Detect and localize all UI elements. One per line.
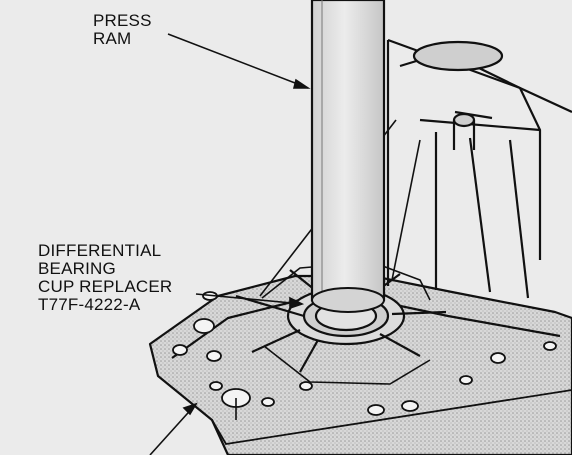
replacer-tool-label-line: BEARING — [38, 259, 116, 278]
leader-lines — [149, 33, 311, 455]
replacer-tool-label-line: CUP REPLACER — [38, 277, 173, 296]
press-ram — [310, 0, 386, 313]
replacer-tool-label-line: DIFFERENTIAL — [38, 241, 162, 260]
replacer-tool-label-line: T77F-4222-A — [38, 295, 141, 314]
press-ram-label-line: PRESS — [93, 11, 152, 30]
press-ram-label-line: RAM — [93, 29, 132, 48]
replacer-tool-label: DIFFERENTIAL BEARING CUP REPLACER T77F-4… — [38, 242, 172, 314]
press-ram-label: PRESS RAM — [93, 12, 152, 48]
